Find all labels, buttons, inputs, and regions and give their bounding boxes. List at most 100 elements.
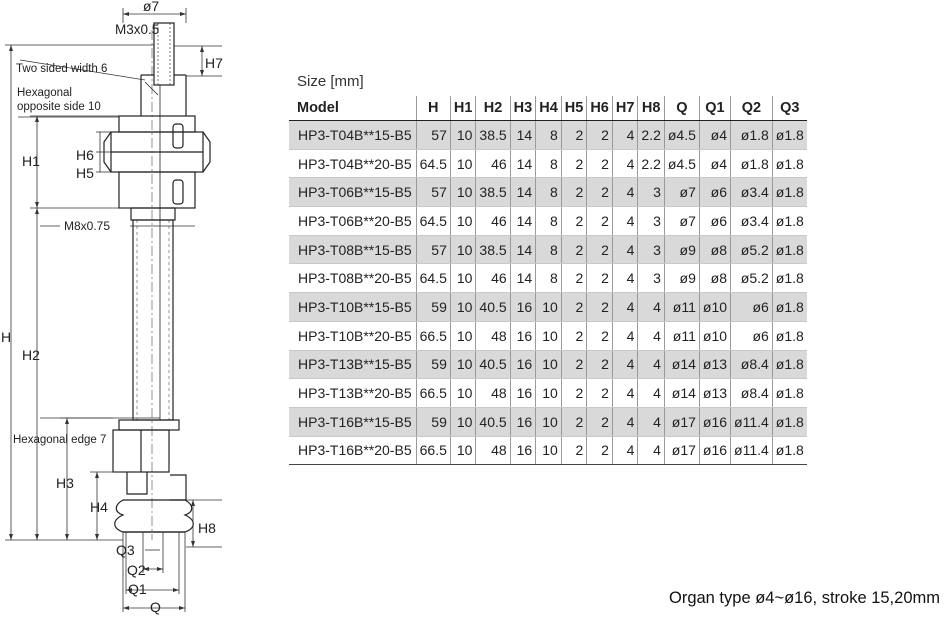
model-cell: HP3-T08B**20-B5 bbox=[289, 263, 417, 294]
model-cell: HP3-T06B**15-B5 bbox=[289, 177, 417, 208]
value-cell: 59 bbox=[415, 407, 451, 437]
value-cell: 14 bbox=[509, 235, 536, 265]
value-cell: 16 bbox=[509, 292, 536, 322]
label-H: H bbox=[1, 329, 11, 345]
column-header: H2 bbox=[475, 96, 511, 121]
label-H5: H5 bbox=[76, 165, 94, 181]
dimension-lines bbox=[5, 8, 222, 612]
value-cell: 2 bbox=[586, 177, 613, 208]
value-cell: 48 bbox=[475, 321, 511, 351]
value-cell: 59 bbox=[415, 350, 451, 380]
value-cell: 2 bbox=[560, 206, 587, 236]
value-cell: 2 bbox=[560, 149, 587, 179]
upper-nut bbox=[118, 115, 196, 133]
label-two-sided-width: Two sided width 6 bbox=[16, 63, 107, 75]
value-cell: ø11 bbox=[663, 321, 700, 351]
value-cell: 2 bbox=[586, 407, 613, 437]
part-outline bbox=[103, 22, 211, 540]
value-cell: ø10 bbox=[698, 321, 731, 351]
column-header: H bbox=[415, 96, 451, 121]
value-cell: 4 bbox=[611, 235, 638, 265]
value-cell: ø8 bbox=[698, 235, 731, 265]
value-cell: 46 bbox=[475, 263, 511, 294]
value-cell: ø9 bbox=[663, 235, 700, 265]
value-cell: ø13 bbox=[698, 350, 731, 380]
value-cell: ø5.2 bbox=[730, 263, 773, 294]
value-cell: 14 bbox=[509, 149, 536, 179]
value-cell: ø1.8 bbox=[730, 120, 773, 150]
column-header: H3 bbox=[509, 96, 536, 121]
label-H3: H3 bbox=[56, 475, 74, 491]
value-cell: 4 bbox=[611, 321, 638, 351]
value-cell: 10 bbox=[449, 436, 476, 466]
value-cell: 16 bbox=[509, 436, 536, 466]
suction-cup bbox=[114, 499, 194, 533]
footnote: Organ type ø4~ø16, stroke 15,20mm bbox=[668, 589, 940, 607]
value-cell: ø10 bbox=[698, 292, 731, 322]
value-cell: 2 bbox=[560, 177, 587, 208]
value-cell: 10 bbox=[449, 378, 476, 408]
value-cell: 2 bbox=[560, 235, 587, 265]
value-cell: ø1.8 bbox=[771, 378, 807, 408]
technical-drawing: ø7 M3x0.5 Two sided width 6 Hexagonal op… bbox=[1, 0, 223, 615]
value-cell: ø8 bbox=[698, 263, 731, 294]
model-cell: HP3-T13B**15-B5 bbox=[289, 350, 417, 380]
value-cell: 40.5 bbox=[475, 350, 511, 380]
cup-neck bbox=[126, 472, 148, 495]
value-cell: ø1.8 bbox=[771, 177, 807, 208]
label-H1: H1 bbox=[22, 153, 40, 169]
value-cell: ø1.8 bbox=[771, 206, 807, 236]
column-header: H8 bbox=[637, 96, 665, 121]
value-cell: ø3.4 bbox=[730, 177, 773, 208]
value-cell: 2 bbox=[586, 263, 613, 294]
model-cell: HP3-T10B**15-B5 bbox=[289, 292, 417, 322]
value-cell: 8 bbox=[535, 149, 562, 179]
model-cell: HP3-T13B**20-B5 bbox=[289, 378, 417, 408]
value-cell: ø1.8 bbox=[771, 292, 807, 322]
value-cell: 2 bbox=[586, 120, 613, 150]
value-cell: 10 bbox=[535, 407, 562, 437]
value-cell: ø1.8 bbox=[771, 120, 807, 150]
value-cell: ø1.8 bbox=[771, 321, 807, 351]
value-cell: 4 bbox=[611, 292, 638, 322]
value-cell: ø4.5 bbox=[663, 149, 700, 179]
label-H6: H6 bbox=[76, 147, 94, 163]
column-header: Q1 bbox=[698, 96, 731, 121]
value-cell: 2.2 bbox=[637, 149, 665, 179]
value-cell: 16 bbox=[509, 321, 536, 351]
model-cell: HP3-T08B**15-B5 bbox=[289, 235, 417, 265]
dimension-labels: ø7 M3x0.5 Two sided width 6 Hexagonal op… bbox=[1, 0, 223, 615]
value-cell: ø11.4 bbox=[730, 436, 773, 466]
value-cell: ø8.4 bbox=[730, 350, 773, 380]
value-cell: 2.2 bbox=[637, 120, 665, 150]
value-cell: 4 bbox=[637, 378, 665, 408]
value-cell: 4 bbox=[611, 149, 638, 179]
value-cell: 10 bbox=[535, 350, 562, 380]
value-cell: 2 bbox=[560, 407, 587, 437]
value-cell: 16 bbox=[509, 378, 536, 408]
top-fitting bbox=[153, 22, 175, 86]
dimension-arrows bbox=[9, 12, 204, 610]
value-cell: 2 bbox=[586, 149, 613, 179]
column-header: Q2 bbox=[730, 96, 773, 121]
column-header: H5 bbox=[560, 96, 587, 121]
label-H7: H7 bbox=[205, 55, 223, 71]
value-cell: ø6 bbox=[698, 206, 731, 236]
value-cell: 8 bbox=[535, 235, 562, 265]
value-cell: 16 bbox=[509, 350, 536, 380]
label-Q3: Q3 bbox=[116, 542, 135, 558]
label-hex-opposite-1: Hexagonal bbox=[17, 87, 72, 99]
value-cell: ø1.8 bbox=[771, 149, 807, 179]
value-cell: 10 bbox=[535, 321, 562, 351]
value-cell: 64.5 bbox=[415, 149, 451, 179]
column-header: Q bbox=[663, 96, 700, 121]
value-cell: 2 bbox=[586, 321, 613, 351]
value-cell: ø4.5 bbox=[663, 120, 700, 150]
